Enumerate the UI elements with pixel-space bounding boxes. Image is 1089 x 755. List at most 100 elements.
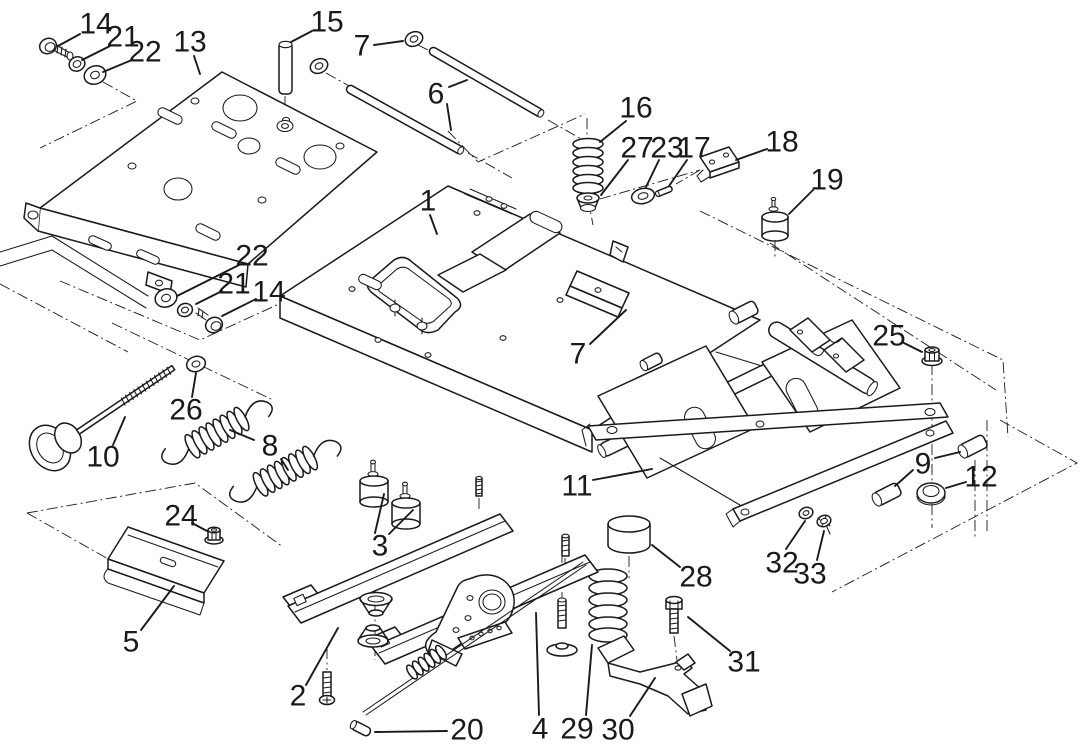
callout-4: 4	[532, 612, 548, 746]
callout-number: 21	[217, 268, 250, 301]
left-partial-plate	[0, 235, 149, 309]
callout-number: 2	[290, 680, 307, 713]
callout-leader-line	[651, 544, 681, 568]
callout-leader-line	[645, 159, 660, 188]
callout-25: 25	[872, 320, 923, 353]
callout-31: 31	[687, 616, 761, 679]
callout-2: 2	[290, 627, 339, 713]
callout-leader-line	[599, 120, 627, 143]
part-14-shoulder-bolt-2	[195, 307, 224, 334]
callout-leader-line	[788, 189, 814, 215]
callout-7: 7	[354, 30, 404, 63]
callout-leader-line	[221, 298, 257, 317]
callout-number: 20	[450, 714, 483, 747]
part-8-extension-springs	[161, 400, 342, 503]
callout-number: 16	[619, 92, 652, 125]
callout-number: 19	[810, 164, 843, 197]
callout-24: 24	[164, 500, 208, 533]
callout-number: 31	[727, 646, 760, 679]
callout-leader-line	[374, 730, 448, 733]
callout-number: 13	[173, 26, 206, 59]
callout-number: 8	[262, 430, 279, 463]
callout-14-2: 14	[221, 276, 286, 317]
callout-10: 10	[86, 416, 126, 474]
callout-leader-line	[600, 159, 629, 196]
callout-3: 3	[372, 493, 414, 563]
callout-leader-line	[373, 40, 404, 46]
callout-leader-line	[735, 148, 768, 161]
callout-leader-line	[176, 263, 242, 297]
callout-leader-line	[785, 520, 806, 550]
callout-6: 6	[428, 78, 468, 131]
rail-mounting-screws	[318, 475, 570, 706]
part-21-cup-washer-2	[176, 302, 194, 318]
callout-leader-line	[388, 509, 414, 535]
part-17-roll-pin	[655, 185, 673, 198]
callout-leader-line	[535, 612, 540, 716]
callout-leader-line	[112, 416, 126, 446]
callout-leader-line	[592, 468, 653, 481]
callout-leader-line	[448, 79, 468, 88]
callout-7-2: 7	[570, 309, 627, 371]
callout-leader-line	[229, 429, 255, 441]
latch-cam-plate	[362, 561, 587, 716]
callout-leader-line	[305, 627, 339, 686]
callout-leader-line	[191, 522, 208, 532]
part-1-seat-support-plate	[279, 185, 761, 453]
callout-27: 27	[600, 132, 654, 196]
callout-number: 26	[169, 394, 202, 427]
callout-leader-line	[668, 159, 688, 187]
part-12-grommet	[916, 482, 946, 506]
callout-number: 12	[964, 461, 997, 494]
callout-leader-line	[57, 33, 81, 47]
part-30-latch-bracket	[597, 635, 713, 717]
part-13-upper-mounting-plate	[23, 71, 378, 295]
callout-leader-line	[374, 493, 385, 534]
callout-number: 5	[123, 626, 140, 659]
callout-22-2: 22	[176, 240, 269, 297]
callout-22: 22	[102, 36, 162, 73]
callout-23: 23	[645, 132, 684, 188]
callout-33: 33	[793, 530, 827, 591]
callout-16: 16	[599, 92, 653, 143]
callout-number: 11	[561, 470, 592, 503]
part-15-clevis-pin	[276, 40, 294, 133]
part-3-bumpers	[359, 459, 421, 530]
callout-number: 23	[650, 132, 683, 165]
callout-leader-line	[102, 59, 133, 73]
callout-leader-line	[290, 30, 313, 43]
part-2-seat-rail	[282, 513, 514, 624]
callout-leader-line	[280, 458, 289, 471]
part-29-spring	[588, 568, 628, 643]
callout-number: 14	[79, 8, 112, 41]
callout-number: 17	[677, 132, 710, 165]
part-16-compression-spring	[572, 137, 604, 195]
callout-number: 18	[765, 126, 798, 159]
part-23-washer	[630, 187, 656, 205]
callout-number: 27	[620, 132, 653, 165]
part-25-flange-nut	[921, 346, 943, 367]
callout-leader-line	[81, 45, 111, 61]
part-10-adjuster-rod-knob	[28, 364, 176, 472]
screw-with-foot-washer	[546, 597, 578, 657]
part-26-washer	[185, 355, 207, 373]
callout-29: 29	[560, 644, 594, 746]
part-14-shoulder-bolt	[38, 37, 74, 61]
part-22-flat-washer-2	[154, 288, 178, 308]
callout-number: 9	[915, 448, 932, 481]
callout-leader-line	[629, 677, 656, 717]
callout-leader-line	[429, 214, 438, 235]
part-20-pin	[349, 719, 372, 737]
part-9-bushings	[871, 434, 988, 507]
callout-leader-line	[193, 55, 201, 75]
part-32-washer	[798, 506, 814, 520]
part-21-cup-washer	[68, 56, 86, 72]
callout-number: 30	[601, 714, 634, 747]
callout-21-2: 21	[195, 268, 251, 305]
callout-5: 5	[123, 585, 175, 659]
part-5-slide-bracket	[103, 526, 225, 616]
callout-11: 11	[561, 468, 653, 503]
callout-leader-line	[901, 341, 923, 353]
